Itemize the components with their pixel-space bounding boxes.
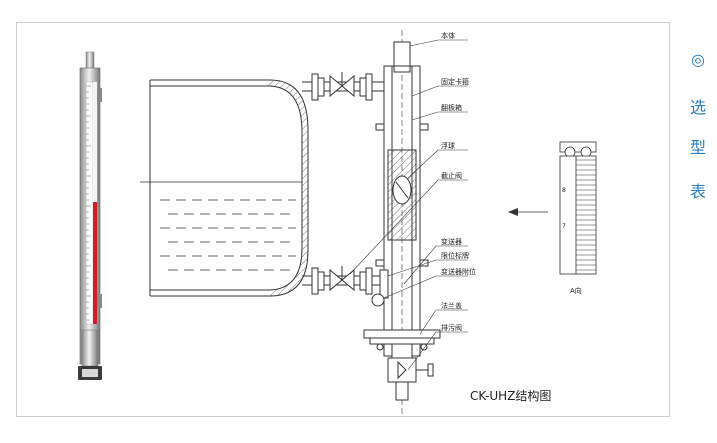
scale-label-7: 7 bbox=[562, 223, 566, 230]
label-drain-valve: 排污阀 bbox=[441, 323, 462, 332]
diagram-caption: CK-UHZ结构图 bbox=[470, 388, 551, 403]
label-body: 本体 bbox=[441, 31, 455, 40]
label-float: 浮球 bbox=[441, 141, 455, 150]
label-limit-switch: 限位标牌 bbox=[441, 251, 469, 260]
label-stop-valve: 截止阀 bbox=[441, 171, 462, 180]
label-transmitter: 变送器 bbox=[441, 237, 462, 246]
level-gauge-photo bbox=[78, 51, 102, 380]
tank bbox=[140, 79, 309, 297]
side-text-biao: 表 bbox=[689, 182, 706, 201]
label-clamp: 固定卡箍 bbox=[441, 77, 469, 86]
view-a-detail bbox=[559, 141, 597, 275]
label-transmitter-attach: 变送器附位 bbox=[441, 267, 476, 276]
lower-connection bbox=[302, 266, 384, 295]
red-indicator-bar bbox=[93, 202, 97, 324]
label-view-a: A向 bbox=[570, 286, 582, 295]
label-flange-cover: 法兰盖 bbox=[441, 301, 462, 310]
scale-label-8: 8 bbox=[562, 187, 566, 194]
leader-lines bbox=[349, 39, 468, 371]
upper-connection bbox=[302, 72, 384, 101]
side-text-xing: 型 bbox=[689, 138, 706, 157]
label-flap-box: 翻板箱 bbox=[441, 103, 462, 112]
view-arrow bbox=[508, 208, 548, 216]
side-text-circle: ◎ bbox=[691, 50, 705, 69]
side-text-xuan: 选 bbox=[689, 98, 706, 117]
gauge-body bbox=[363, 30, 441, 415]
